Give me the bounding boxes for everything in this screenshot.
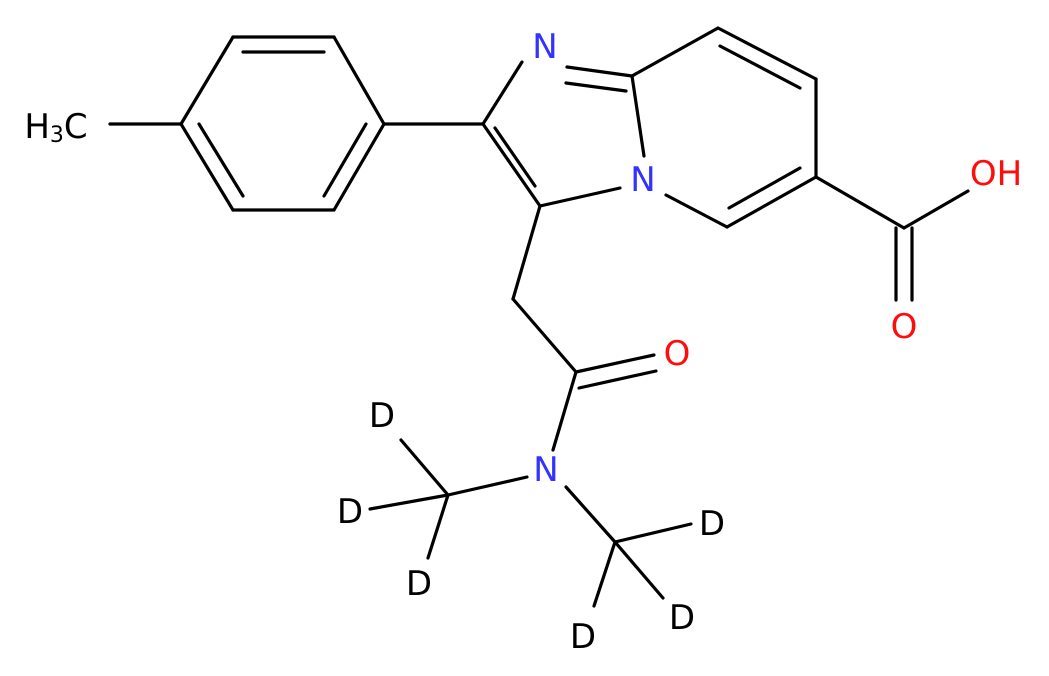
amide-co-bond — [577, 369, 658, 390]
acid-carbonyl-oxygen-label: O — [891, 307, 918, 347]
bond — [727, 166, 802, 210]
deuterium-label: D — [369, 396, 395, 436]
cd-bond — [399, 438, 450, 497]
imidazole-ring — [481, 60, 646, 208]
bond — [538, 186, 622, 208]
bond — [179, 35, 235, 126]
ch2-bond — [511, 204, 542, 301]
amide-nitrogen-label: N — [533, 450, 558, 490]
amide-cn-bond — [551, 370, 578, 452]
bond — [630, 74, 646, 158]
amide-co-bond — [574, 353, 656, 374]
bond — [322, 122, 368, 198]
ch2-bond — [511, 297, 578, 374]
n-methyl-bond — [446, 475, 529, 497]
deuterium-label: D — [669, 598, 695, 638]
bond — [493, 126, 537, 188]
deuterium-label: D — [337, 492, 363, 532]
bond — [481, 60, 524, 126]
bond — [664, 193, 729, 229]
bond — [725, 175, 818, 229]
bond — [179, 122, 235, 212]
methyl-label: H3C — [24, 107, 87, 148]
deuterium-label: D — [406, 564, 432, 604]
hydroxyl-label: OH — [970, 154, 1022, 194]
bond — [481, 122, 542, 208]
cd-bond — [592, 540, 617, 608]
deuterium-label: D — [699, 504, 725, 544]
n-methyl-bond — [564, 485, 617, 544]
deuterium-label: D — [570, 617, 596, 657]
bond — [718, 44, 802, 90]
acid-bond — [814, 175, 906, 230]
bond — [332, 35, 386, 126]
acid-oh-bond — [902, 189, 970, 230]
pyridine-ring — [630, 26, 818, 229]
bond — [197, 122, 245, 198]
bond — [332, 122, 386, 212]
bond — [564, 81, 628, 93]
amide-oxygen-label: O — [664, 334, 691, 374]
bond — [630, 26, 720, 78]
bridgehead-nitrogen-label: N — [630, 160, 655, 200]
cd-bond — [368, 493, 450, 511]
imine-nitrogen-label: N — [532, 27, 557, 67]
bond — [565, 65, 634, 78]
cd-bond — [613, 522, 693, 544]
cd-bond — [613, 540, 665, 600]
bond — [716, 26, 818, 81]
cd-bond — [426, 493, 450, 560]
tolyl-ring — [179, 35, 386, 212]
